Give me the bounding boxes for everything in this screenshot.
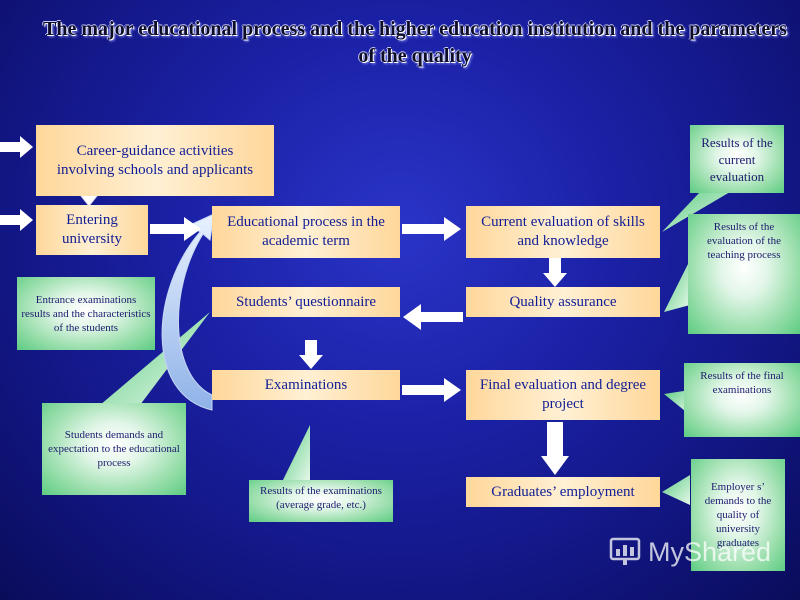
current-eval-results-note: Results of the current evaluation	[690, 125, 784, 193]
employer-demands-note: Employer s’ demands to the quality of un…	[691, 459, 785, 571]
arrow-right-5	[402, 378, 461, 402]
watermark-text: MyShared	[648, 536, 772, 567]
teaching-eval-results-note: Results of the evaluation of the teachin…	[688, 214, 800, 334]
arrow-right-4	[402, 217, 461, 241]
page-title: The major educational process and the hi…	[43, 18, 787, 67]
students-questionnaire-box: Students’ questionnaire	[212, 287, 400, 317]
callout-tail-exam-results	[282, 425, 310, 482]
quality-assurance-box: Quality assurance	[466, 287, 660, 317]
current-evaluation-box: Current evaluation of skills and knowled…	[466, 206, 660, 258]
educational-process-box: Educational process in the academic term	[212, 206, 400, 258]
presentation-board-icon	[609, 537, 641, 565]
feedback-curve-arrow	[161, 213, 215, 411]
watermark-logo: MyShared	[608, 535, 771, 569]
callout-tail-current-eval	[662, 192, 730, 232]
callout-tail-students-demands	[100, 312, 210, 405]
exam-results-note: Results of the examinations (average gra…	[249, 480, 393, 522]
entrance-exams-note: Entrance examinations results and the ch…	[17, 277, 155, 350]
graduates-employment-box: Graduates’ employment	[466, 477, 660, 507]
arrow-down-2	[543, 258, 567, 287]
students-demands-note: Students demands and expectation to the …	[42, 403, 186, 495]
final-exam-results-note: Results of the final examinations	[684, 363, 800, 437]
arrow-down-4	[541, 422, 569, 475]
examinations-box: Examinations	[212, 370, 400, 400]
callout-tail-final-exams	[664, 390, 690, 415]
career-guidance-box: Career-guidance activities involving sch…	[36, 125, 274, 196]
callout-tail-teaching-eval	[664, 260, 690, 312]
entering-university-box: Entering university	[36, 205, 148, 255]
arrow-right-1	[0, 136, 33, 158]
arrow-down-3	[299, 340, 323, 369]
callout-tail-employer	[662, 475, 690, 505]
arrow-right-3	[150, 217, 201, 241]
final-evaluation-box: Final evaluation and degree project	[466, 370, 660, 420]
arrow-right-2	[0, 209, 33, 231]
arrow-left-1	[403, 304, 463, 330]
